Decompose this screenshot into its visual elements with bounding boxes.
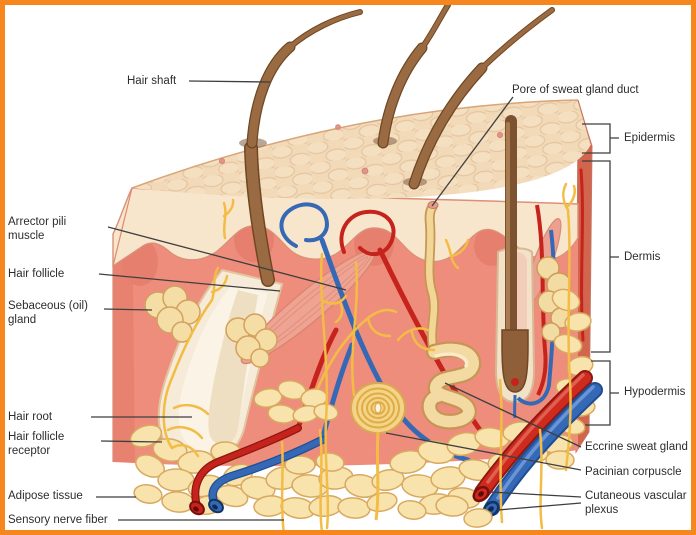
pacinian-corpuscle-illustration [350,382,406,521]
label-hair-shaft: Hair shaft [127,75,177,87]
label-arrector-pili-muscle: Arrector pili muscle [8,216,67,243]
eccrine-sweat-gland-illustration [421,201,482,430]
label-hair-root: Hair root [8,411,53,423]
label-pacinian-corpuscle: Pacinian corpuscle [585,466,682,478]
hair-shaft-illustration [239,2,555,287]
dermis-bracket [582,160,619,353]
nerve-fibers [162,182,576,535]
lower-vessels [189,424,327,516]
hair-shaft-leader-line [188,80,271,83]
hair-follicle-leader-line [98,273,281,292]
sebaceous-gland-leader-line [103,308,153,311]
label-sebaceous-oil-gland: Sebaceous (oil) gland [8,300,88,327]
cutaneous-plexus-leader-line-2 [497,502,582,511]
label-dermis: Dermis [624,251,661,263]
label-pore-of-sweat-gland-duct: Pore of sweat gland duct [512,84,639,96]
arrector-pili-leader-line [107,226,347,291]
epidermis-bracket [582,123,619,154]
label-hair-follicle-receptor: Hair follicle receptor [8,431,65,458]
sebaceous-gland-illustration [144,285,278,368]
hypodermis-bracket [585,360,619,426]
sensory-nerve-fiber-illustration [280,440,286,535]
pacinian-corpuscle-leader-line [385,432,582,471]
hair-follicle-receptor-leader-line [100,440,163,443]
right-hair-follicle-illustration [494,115,572,419]
label-sensory-nerve-fiber: Sensory nerve fiber [8,514,108,526]
leader-lines [91,80,619,521]
label-cutaneous-vascular-plexus: Cutaneous vascular plexus [585,490,687,517]
label-hair-follicle: Hair follicle [8,268,65,280]
label-epidermis: Epidermis [624,132,676,144]
pore-leader-line [431,96,514,207]
label-hypodermis: Hypodermis [624,386,686,398]
eccrine-sweat-gland-leader-line [444,382,582,448]
label-eccrine-sweat-gland: Eccrine sweat gland [585,441,688,453]
cutaneous-plexus-leader-line-1 [489,491,582,498]
hair-follicle-receptor-illustration [166,403,210,458]
label-adipose-tissue: Adipose tissue [8,490,83,502]
skin-pores [218,124,503,175]
